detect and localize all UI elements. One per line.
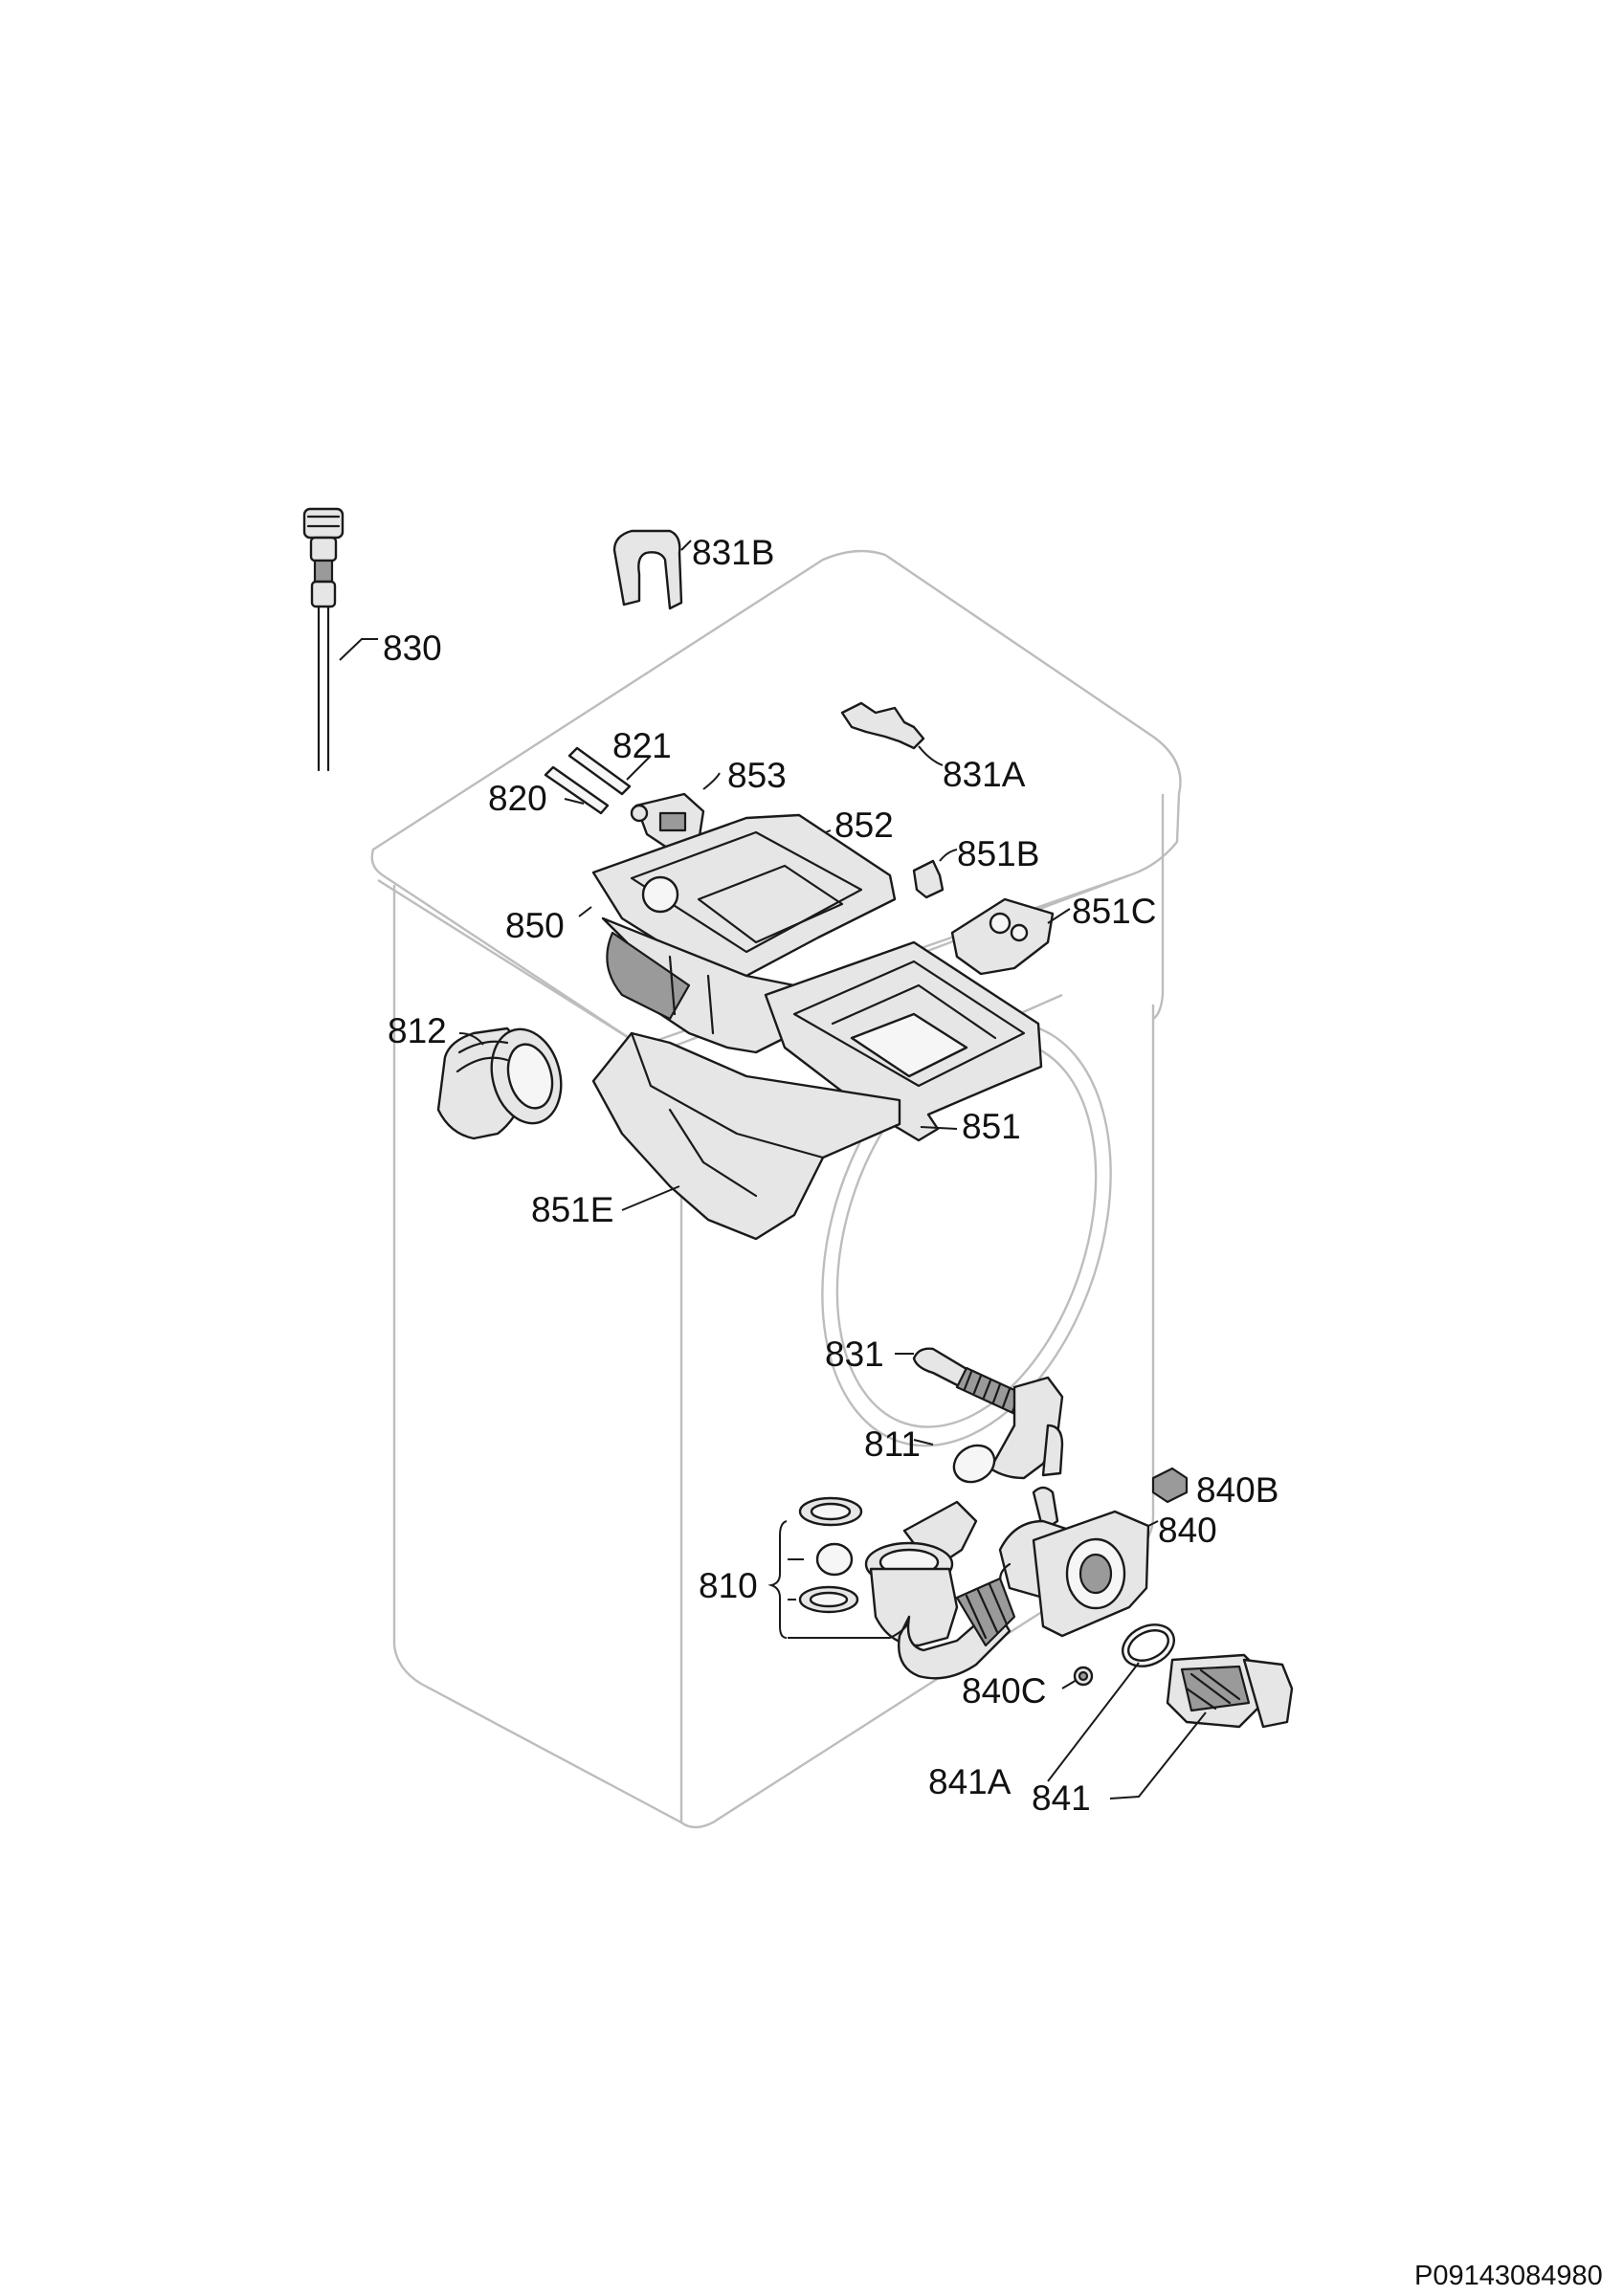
part-831B-hose-clip bbox=[612, 529, 692, 610]
label-821: 821 bbox=[612, 726, 672, 765]
label-831B: 831B bbox=[692, 533, 774, 572]
label-840B: 840B bbox=[1196, 1470, 1278, 1510]
label-841: 841 bbox=[1032, 1778, 1091, 1818]
part-840C-nut bbox=[1061, 1666, 1094, 1689]
part-841-filter bbox=[1109, 1653, 1294, 1799]
label-851C: 851C bbox=[1072, 892, 1156, 931]
label-850: 850 bbox=[505, 906, 565, 945]
part-812-gasket bbox=[436, 1027, 563, 1140]
label-811: 811 bbox=[864, 1424, 921, 1464]
part-830-inlet-hose bbox=[302, 507, 378, 772]
part-831A-clip bbox=[840, 701, 944, 766]
label-830: 830 bbox=[383, 629, 442, 668]
callout-labels: 830 831B 821 820 853 831A 852 851B 850 8… bbox=[383, 533, 1278, 1818]
label-851: 851 bbox=[962, 1107, 1021, 1146]
part-853-valve bbox=[630, 772, 721, 851]
part-851B-clip bbox=[912, 849, 958, 899]
label-853: 853 bbox=[727, 756, 787, 795]
part-851-drawer bbox=[764, 940, 1043, 1142]
part-841A-oring bbox=[1047, 1623, 1175, 1782]
label-841A: 841A bbox=[928, 1762, 1012, 1801]
label-831A: 831A bbox=[943, 755, 1026, 794]
label-851E: 851E bbox=[531, 1190, 613, 1229]
label-831: 831 bbox=[825, 1335, 884, 1374]
part-840B bbox=[1151, 1467, 1189, 1504]
part-850-dispenser-housing bbox=[578, 813, 897, 1054]
label-820: 820 bbox=[488, 779, 547, 818]
part-810-sump-assembly bbox=[767, 1496, 1016, 1680]
part-851C-plate bbox=[950, 897, 1071, 976]
part-840-pump-housing bbox=[998, 1486, 1159, 1638]
label-840: 840 bbox=[1158, 1511, 1217, 1550]
reference-code: P09143084980 bbox=[1414, 2261, 1603, 2291]
part-821-820-rods bbox=[544, 746, 652, 815]
part-851E-chute bbox=[591, 1031, 901, 1241]
label-840C: 840C bbox=[962, 1671, 1046, 1711]
label-852: 852 bbox=[834, 806, 894, 845]
label-810: 810 bbox=[699, 1566, 758, 1605]
label-812: 812 bbox=[388, 1011, 447, 1050]
part-831-811-hose bbox=[895, 1347, 1064, 1484]
label-851B: 851B bbox=[957, 834, 1039, 873]
